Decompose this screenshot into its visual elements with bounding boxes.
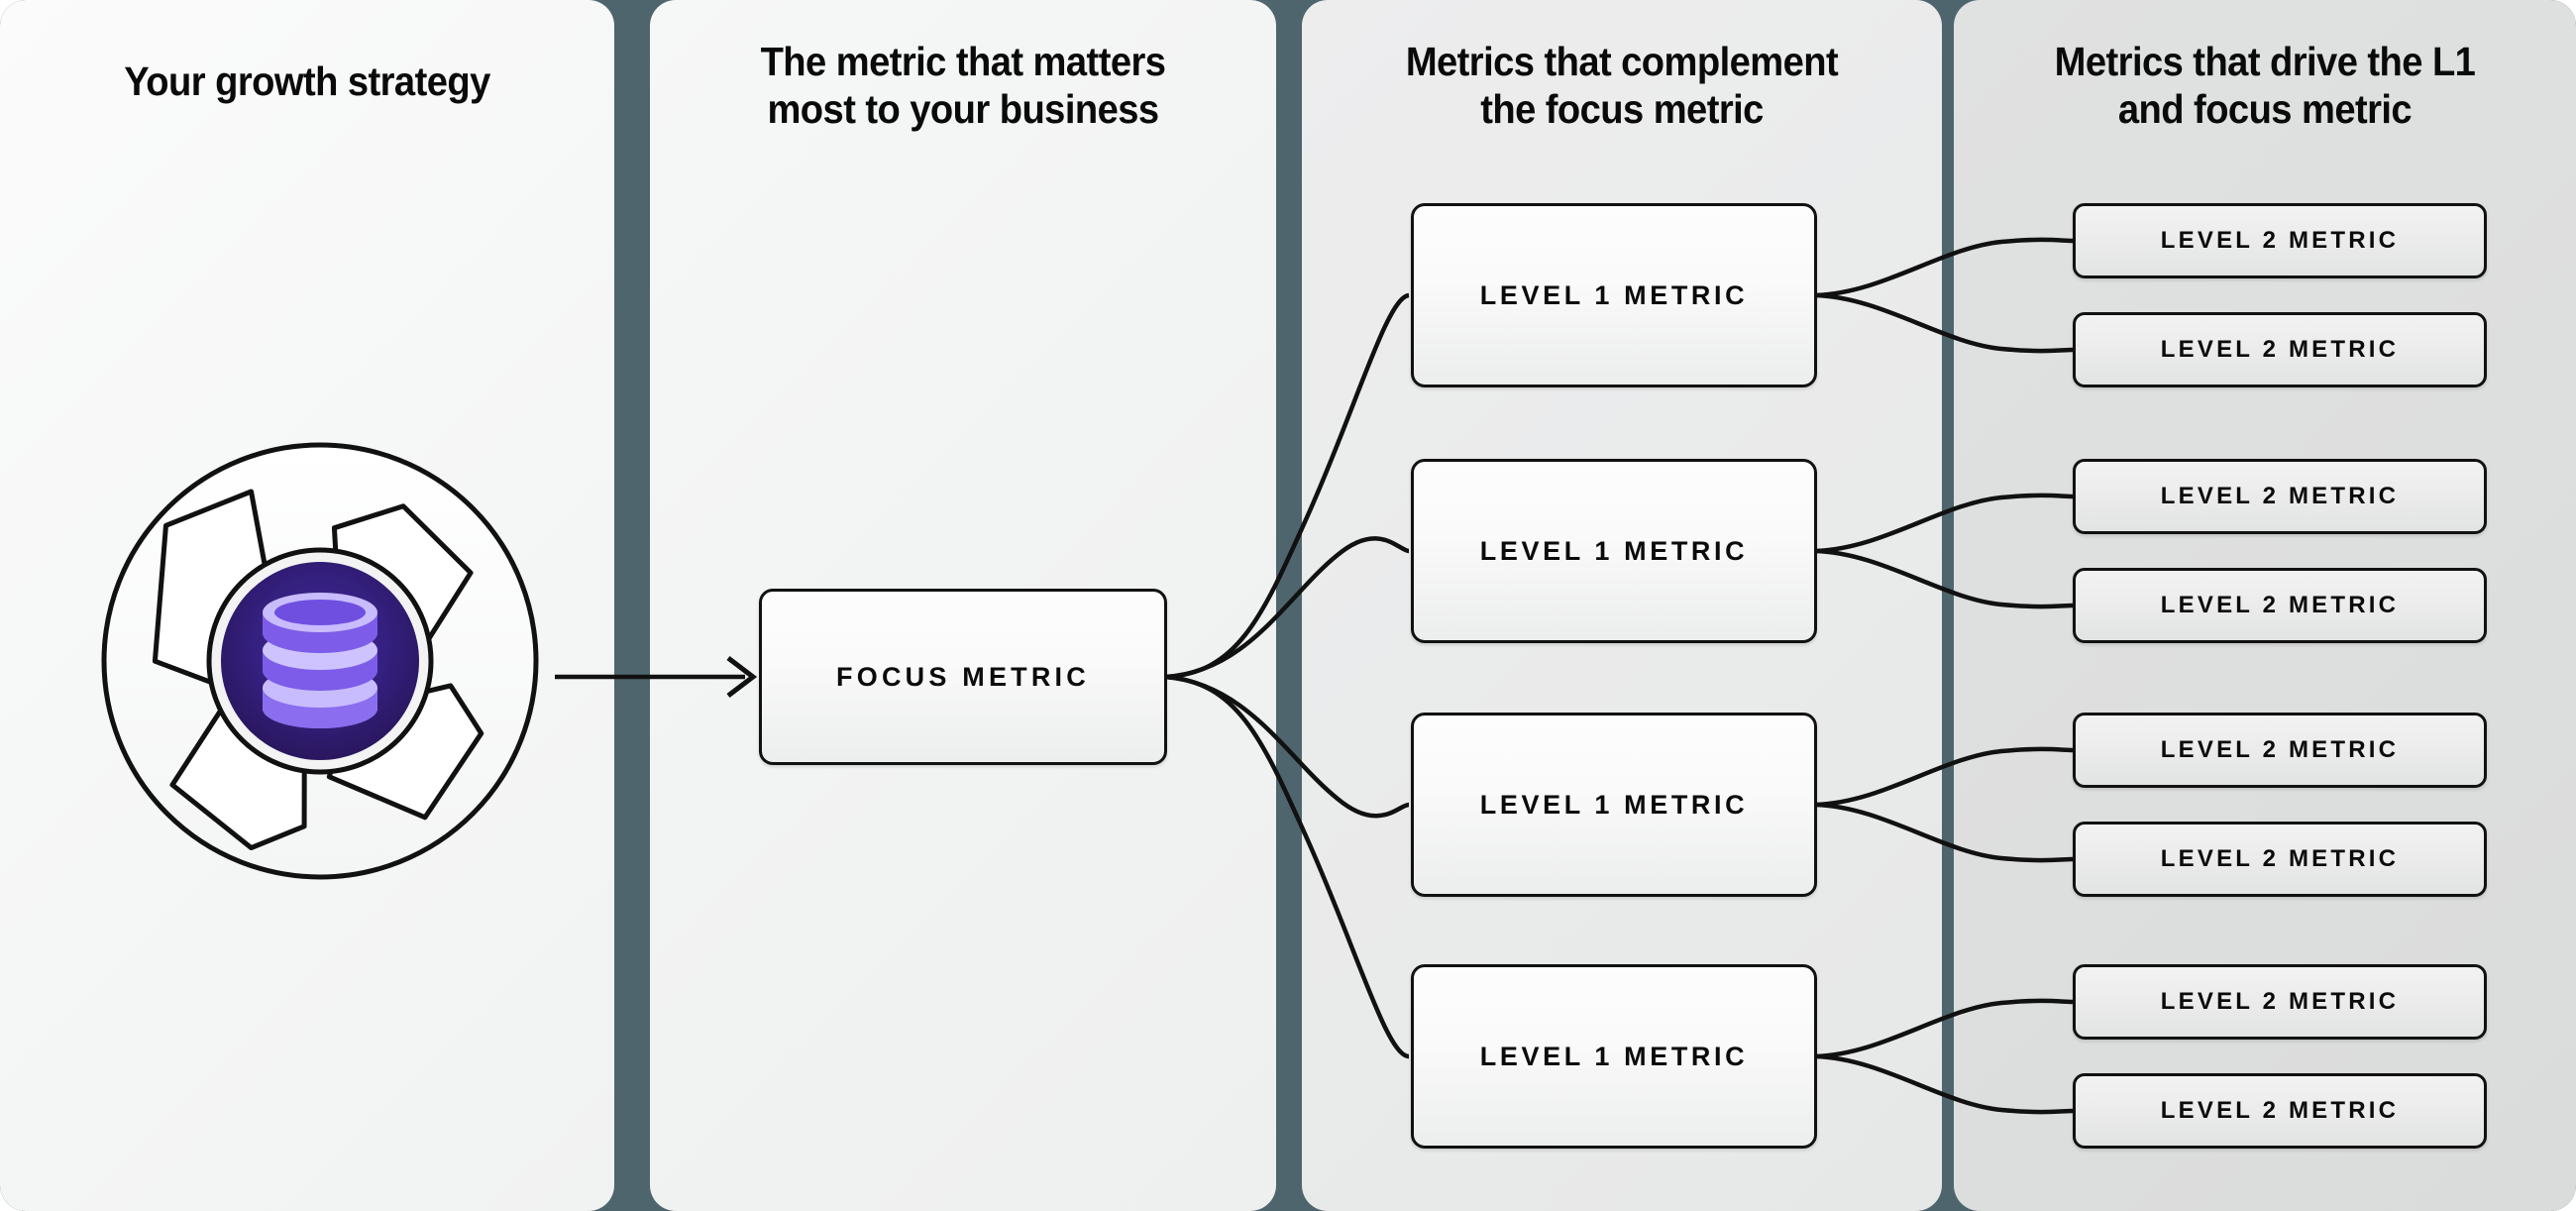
node-level1-metric-3-label: LEVEL 1 METRIC: [1479, 789, 1749, 820]
node-level2-metric-1-label: LEVEL 2 METRIC: [2160, 227, 2400, 254]
node-level2-metric-6-label: LEVEL 2 METRIC: [2160, 845, 2400, 872]
column-title-focus: The metric that matters most to your bus…: [760, 39, 1166, 133]
node-level2-metric-7[interactable]: LEVEL 2 METRIC: [2073, 964, 2487, 1040]
database-stack-icon: [263, 593, 377, 728]
node-focus-metric-label: FOCUS METRIC: [836, 661, 1090, 692]
node-level1-metric-1[interactable]: LEVEL 1 METRIC: [1411, 203, 1817, 387]
node-level1-metric-2-label: LEVEL 1 METRIC: [1479, 535, 1749, 566]
growth-strategy-aperture-logo: [101, 442, 539, 880]
node-level2-metric-2-label: LEVEL 2 METRIC: [2160, 336, 2400, 363]
node-level2-metric-3-label: LEVEL 2 METRIC: [2160, 483, 2400, 509]
column-title-drive: Metrics that drive the L1 and focus metr…: [2054, 39, 2476, 133]
node-level2-metric-3[interactable]: LEVEL 2 METRIC: [2073, 459, 2487, 534]
node-focus-metric[interactable]: FOCUS METRIC: [759, 589, 1167, 765]
node-level1-metric-3[interactable]: LEVEL 1 METRIC: [1411, 713, 1817, 897]
node-level2-metric-8[interactable]: LEVEL 2 METRIC: [2073, 1073, 2487, 1149]
node-level2-metric-4-label: LEVEL 2 METRIC: [2160, 592, 2400, 618]
node-level2-metric-5[interactable]: LEVEL 2 METRIC: [2073, 713, 2487, 788]
node-level2-metric-5-label: LEVEL 2 METRIC: [2160, 736, 2400, 763]
node-level1-metric-4[interactable]: LEVEL 1 METRIC: [1411, 964, 1817, 1149]
node-level1-metric-2[interactable]: LEVEL 1 METRIC: [1411, 459, 1817, 643]
node-level2-metric-2[interactable]: LEVEL 2 METRIC: [2073, 312, 2487, 387]
column-title-complement: Metrics that complement the focus metric: [1405, 39, 1839, 133]
node-level2-metric-6[interactable]: LEVEL 2 METRIC: [2073, 822, 2487, 897]
node-level2-metric-1[interactable]: LEVEL 2 METRIC: [2073, 203, 2487, 278]
node-level2-metric-8-label: LEVEL 2 METRIC: [2160, 1097, 2400, 1124]
node-level1-metric-1-label: LEVEL 1 METRIC: [1479, 279, 1749, 310]
node-level1-metric-4-label: LEVEL 1 METRIC: [1479, 1041, 1749, 1071]
column-title-strategy: Your growth strategy: [124, 58, 490, 104]
node-level2-metric-4[interactable]: LEVEL 2 METRIC: [2073, 568, 2487, 643]
node-level2-metric-7-label: LEVEL 2 METRIC: [2160, 988, 2400, 1015]
